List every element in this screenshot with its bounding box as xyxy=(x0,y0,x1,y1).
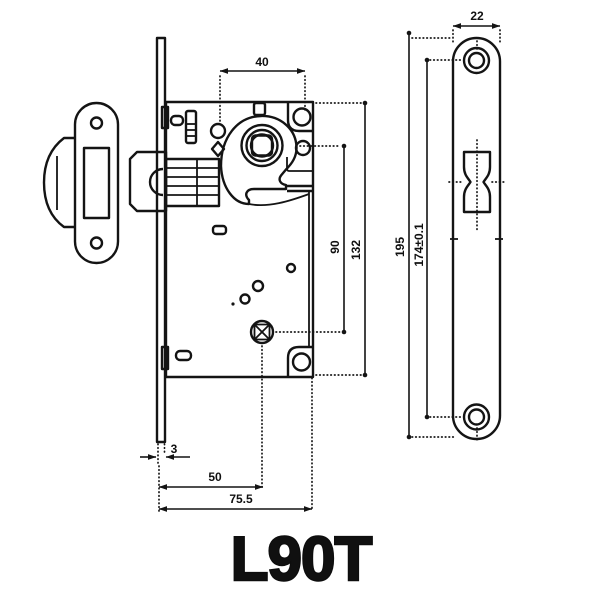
case-corner-top-right xyxy=(286,103,312,133)
case-outline xyxy=(164,100,315,379)
dim-174: 174±0.1 xyxy=(412,57,463,420)
hub-ring-outer xyxy=(240,123,284,168)
latch-bolt xyxy=(128,150,221,213)
dim-132-label: 132 xyxy=(349,240,363,260)
follower-hub xyxy=(219,101,298,206)
front-plate-hole-top-outer xyxy=(462,46,491,75)
front-plate xyxy=(448,36,506,442)
case-slot-bottom xyxy=(160,345,170,371)
latch-spring-block xyxy=(164,157,221,208)
case-hole-bottom-right xyxy=(291,352,312,372)
dim-75-5-label: 75.5 xyxy=(229,492,253,506)
dim-3: 3 xyxy=(140,442,190,464)
dim-22-label: 22 xyxy=(470,9,484,23)
dim-40: 40 xyxy=(219,55,306,125)
strike-screw-hole-bottom xyxy=(89,236,104,250)
hub-ring-inner xyxy=(249,133,275,158)
strike-plate-outline xyxy=(73,101,120,265)
latch-head-curve xyxy=(148,167,164,197)
dim-50: 50 xyxy=(158,345,264,513)
case-hole-top-right xyxy=(292,107,312,127)
faceplate-edge xyxy=(155,36,167,444)
spring-guide xyxy=(184,109,198,145)
hub-top-tab xyxy=(252,101,267,117)
case-small-hole-a xyxy=(251,279,265,293)
front-plate-hole-top-inner xyxy=(467,51,486,70)
case-pin-bottom xyxy=(174,349,193,362)
case-small-hole-c xyxy=(285,262,297,274)
case-inner-curve xyxy=(248,193,310,207)
dim-132: 132 xyxy=(315,100,368,378)
latch-head xyxy=(128,150,168,213)
model-title: L90T xyxy=(231,525,373,594)
front-plate-hole-bottom-inner xyxy=(467,408,486,426)
dim-50-label: 50 xyxy=(208,470,222,484)
spindle-square-hole xyxy=(250,134,274,157)
case-mid-slot xyxy=(211,224,228,236)
dim-40-label: 40 xyxy=(255,55,269,69)
case-rivet-dot xyxy=(231,302,235,306)
dim-3-label: 3 xyxy=(171,442,178,456)
strike-screw-hole-top xyxy=(89,116,104,130)
strike-cutout xyxy=(82,146,111,220)
cylinder-fixing-hole xyxy=(249,319,275,345)
dim-90: 90 xyxy=(275,143,347,335)
hub-ring-mid xyxy=(245,128,279,163)
case-pin-top xyxy=(169,114,185,127)
dim-174-label: 174±0.1 xyxy=(412,223,426,267)
case-corner-bottom-right xyxy=(286,345,312,376)
front-plate-outline xyxy=(451,36,502,441)
front-plate-hole-bottom-outer xyxy=(462,403,491,431)
latch-cutout xyxy=(462,150,492,214)
dim-22: 22 xyxy=(452,9,501,45)
case-hole-right xyxy=(294,139,312,157)
case-small-hole-b xyxy=(239,293,251,305)
case-slot-top xyxy=(160,105,170,130)
dust-box xyxy=(42,136,75,229)
case-diamond-hole xyxy=(210,140,226,158)
dim-75-5: 75.5 xyxy=(158,377,313,512)
dim-90-label: 90 xyxy=(328,240,342,254)
dim-195-label: 195 xyxy=(393,237,407,257)
case-pivot-hole xyxy=(209,122,227,140)
lock-case xyxy=(160,100,315,379)
dim-195: 195 xyxy=(393,30,457,440)
strike-plate xyxy=(42,101,120,265)
